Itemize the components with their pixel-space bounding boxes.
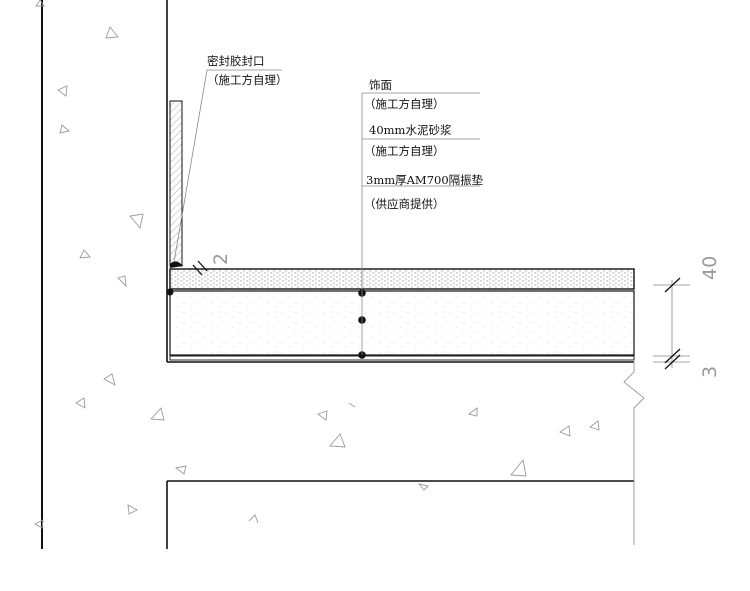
finish-label: 饰面: [369, 78, 392, 92]
pad-label: 3mm厚AM700隔振垫: [366, 173, 484, 187]
dimension-40: 40: [699, 256, 721, 280]
finish-note: （施工方自理）: [364, 97, 445, 111]
concrete-aggregate: [34, 0, 600, 529]
gap-mark-text: 2: [210, 253, 232, 265]
gap-marker: 2: [192, 253, 232, 276]
dimension-3: 3: [699, 366, 721, 378]
leader-lines: [173, 69, 480, 355]
screed-label: 40mm水泥砂浆: [369, 123, 452, 137]
sealant-note: （施工方自理）: [207, 73, 288, 87]
finish-layer: [169, 268, 635, 290]
dimension-chain: [653, 277, 690, 370]
wall-skirting: [169, 100, 183, 267]
isolation-pad-layer: [169, 355, 635, 361]
pad-note: （供应商提供）: [364, 197, 445, 211]
sealant-bead: [170, 261, 183, 268]
concrete-structure: [41, 0, 645, 549]
sealant-label: 密封胶封口: [207, 54, 265, 68]
screed-note: （施工方自理）: [364, 144, 445, 158]
mortar-layer: [169, 290, 635, 356]
